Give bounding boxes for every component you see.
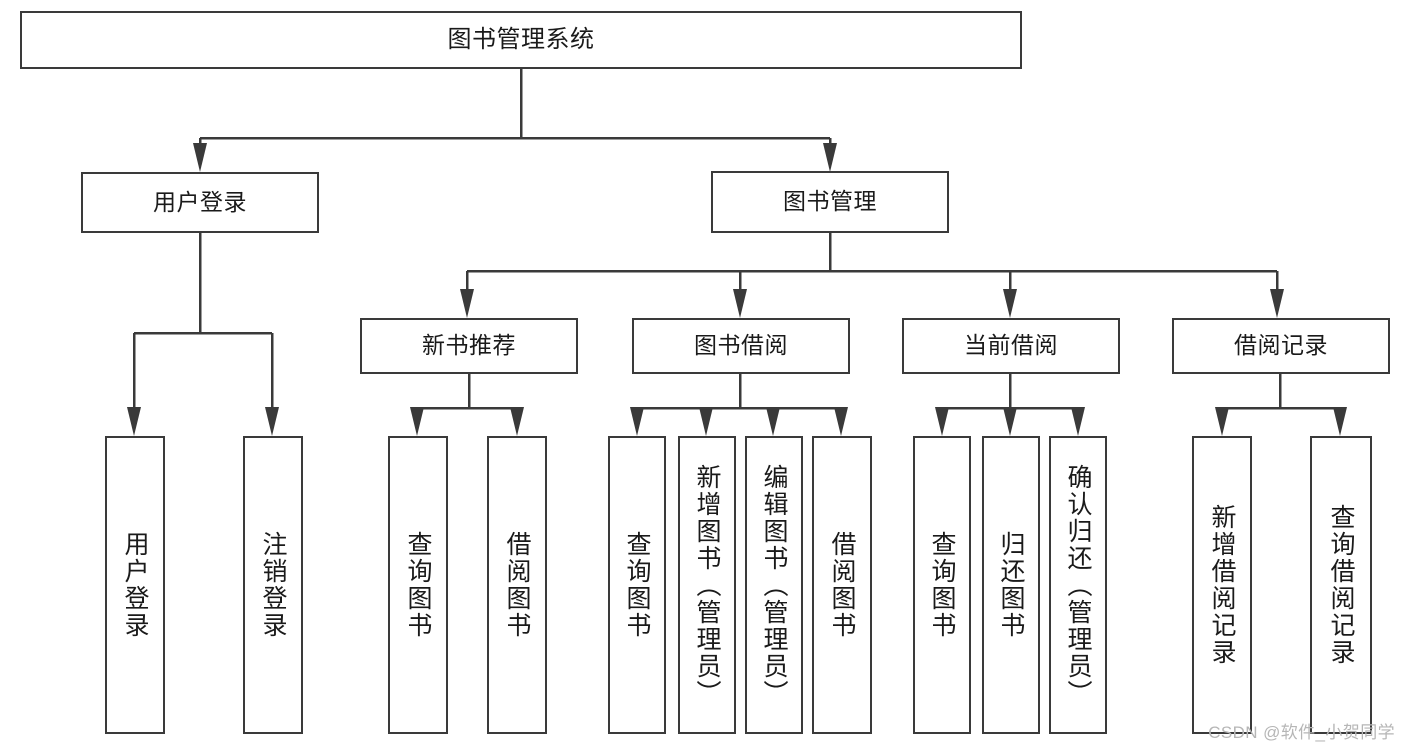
leaf-edit-book-admin-label: 编辑图书（管理员） (760, 463, 788, 707)
arrowhead-borrow_branch-3 (834, 407, 848, 436)
watermark: CSDN @软件_小贺同学 (1208, 723, 1395, 742)
arrowhead-login_branch-1 (265, 407, 279, 436)
leaf-return-book[interactable]: 归还图书 (982, 436, 1040, 734)
leaf-borrow-book-recommend-label: 借阅图书 (503, 531, 531, 639)
leaf-user-login-label: 用户登录 (121, 531, 149, 639)
node-new-book-recommend[interactable]: 新书推荐 (360, 318, 578, 374)
arrowhead-newbook_branch-0 (410, 407, 424, 436)
node-book-management[interactable]: 图书管理 (711, 171, 949, 233)
leaf-query-borrow-record-label: 查询借阅记录 (1327, 504, 1355, 666)
leaf-return-book-label: 归还图书 (997, 531, 1025, 639)
arrowhead-current_branch-2 (1071, 407, 1085, 436)
leaf-query-book-borrow-label: 查询图书 (623, 531, 651, 639)
arrowhead-login_branch-0 (127, 407, 141, 436)
arrowhead-newbook_branch-1 (510, 407, 524, 436)
leaf-confirm-return-admin[interactable]: 确认归还（管理员） (1049, 436, 1107, 734)
leaf-borrow-book-label: 借阅图书 (828, 531, 856, 639)
arrowhead-root_to_level1-0 (193, 143, 207, 172)
leaf-add-book-admin[interactable]: 新增图书（管理员） (678, 436, 736, 734)
node-book-borrow[interactable]: 图书借阅 (632, 318, 850, 374)
leaf-query-book-borrow[interactable]: 查询图书 (608, 436, 666, 734)
arrowhead-record_branch-0 (1215, 407, 1229, 436)
arrowhead-current_branch-1 (1003, 407, 1017, 436)
arrowhead-root_to_level1-1 (823, 143, 837, 172)
leaf-user-logout[interactable]: 注销登录 (243, 436, 303, 734)
node-new-book-recommend-label: 新书推荐 (422, 332, 516, 359)
arrowhead-books_branch-2 (1003, 289, 1017, 318)
node-root-label: 图书管理系统 (447, 25, 595, 53)
node-user-login[interactable]: 用户登录 (81, 172, 319, 233)
leaf-user-logout-label: 注销登录 (259, 531, 287, 639)
leaf-borrow-book[interactable]: 借阅图书 (812, 436, 872, 734)
arrowhead-record_branch-1 (1333, 407, 1347, 436)
leaf-query-borrow-record[interactable]: 查询借阅记录 (1310, 436, 1372, 734)
node-book-management-label: 图书管理 (783, 188, 877, 215)
leaf-query-book-recommend[interactable]: 查询图书 (388, 436, 448, 734)
node-borrow-record-label: 借阅记录 (1234, 332, 1328, 359)
leaf-confirm-return-admin-label: 确认归还（管理员） (1064, 463, 1092, 707)
leaf-add-borrow-record[interactable]: 新增借阅记录 (1192, 436, 1252, 734)
arrowhead-borrow_branch-2 (766, 407, 780, 436)
leaf-query-book-current-label: 查询图书 (928, 531, 956, 639)
arrowhead-books_branch-0 (460, 289, 474, 318)
leaf-user-login[interactable]: 用户登录 (105, 436, 165, 734)
node-book-borrow-label: 图书借阅 (694, 332, 788, 359)
leaf-add-book-admin-label: 新增图书（管理员） (693, 463, 721, 707)
arrowhead-borrow_branch-0 (630, 407, 644, 436)
arrowhead-books_branch-3 (1270, 289, 1284, 318)
node-current-borrow[interactable]: 当前借阅 (902, 318, 1120, 374)
leaf-query-book-current[interactable]: 查询图书 (913, 436, 971, 734)
leaf-query-book-recommend-label: 查询图书 (404, 531, 432, 639)
leaf-add-borrow-record-label: 新增借阅记录 (1208, 504, 1236, 666)
arrowhead-books_branch-1 (733, 289, 747, 318)
node-borrow-record[interactable]: 借阅记录 (1172, 318, 1390, 374)
leaf-edit-book-admin[interactable]: 编辑图书（管理员） (745, 436, 803, 734)
arrowhead-borrow_branch-1 (699, 407, 713, 436)
node-root[interactable]: 图书管理系统 (20, 11, 1022, 69)
arrowhead-current_branch-0 (935, 407, 949, 436)
node-current-borrow-label: 当前借阅 (964, 332, 1058, 359)
node-user-login-label: 用户登录 (153, 188, 247, 215)
leaf-borrow-book-recommend[interactable]: 借阅图书 (487, 436, 547, 734)
